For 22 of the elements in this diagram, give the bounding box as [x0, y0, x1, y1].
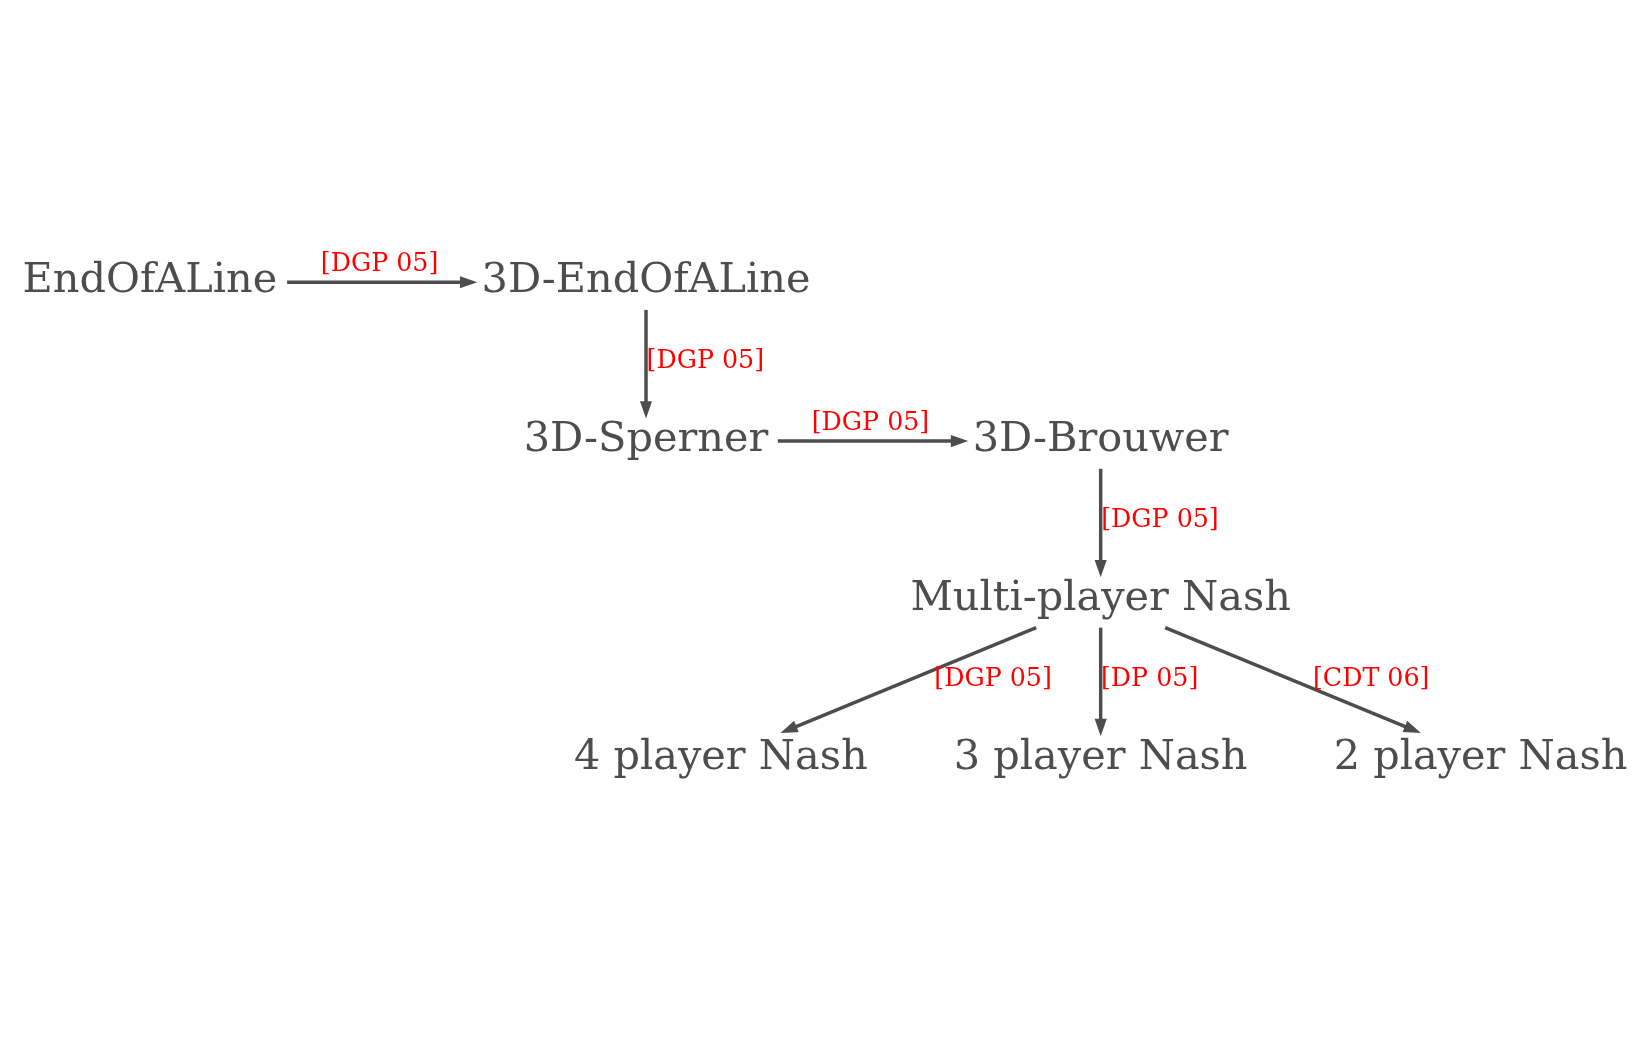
edge-label: [DGP 05] — [646, 343, 765, 374]
arrow — [639, 309, 653, 418]
edge-label: [CDT 06] — [1312, 661, 1430, 692]
edge-label: [DGP 05] — [1101, 502, 1219, 533]
arrow — [1164, 625, 1421, 733]
arrow — [1094, 627, 1107, 736]
edge-label: [DGP 05] — [811, 405, 930, 436]
node-text: 4 player Nash — [573, 730, 868, 779]
arrow — [777, 434, 969, 447]
node-text: 3D-Brouwer — [972, 412, 1229, 461]
edge-label: [DP 05] — [1100, 661, 1199, 692]
node-text: 3 player Nash — [953, 730, 1248, 779]
node-text: EndOfALine — [22, 253, 278, 302]
node-text: 3D-Sperner — [523, 412, 769, 461]
node-text: Multi-player Nash — [910, 571, 1291, 620]
arrow — [780, 625, 1037, 733]
arrow — [287, 275, 478, 288]
edge-label: [DGP 05] — [320, 246, 439, 277]
arrow — [1094, 468, 1107, 577]
node-text: 3D-EndOfALine — [481, 253, 811, 302]
edge-label: [DGP 05] — [934, 661, 1052, 692]
node-text: 2 player Nash — [1333, 730, 1628, 779]
